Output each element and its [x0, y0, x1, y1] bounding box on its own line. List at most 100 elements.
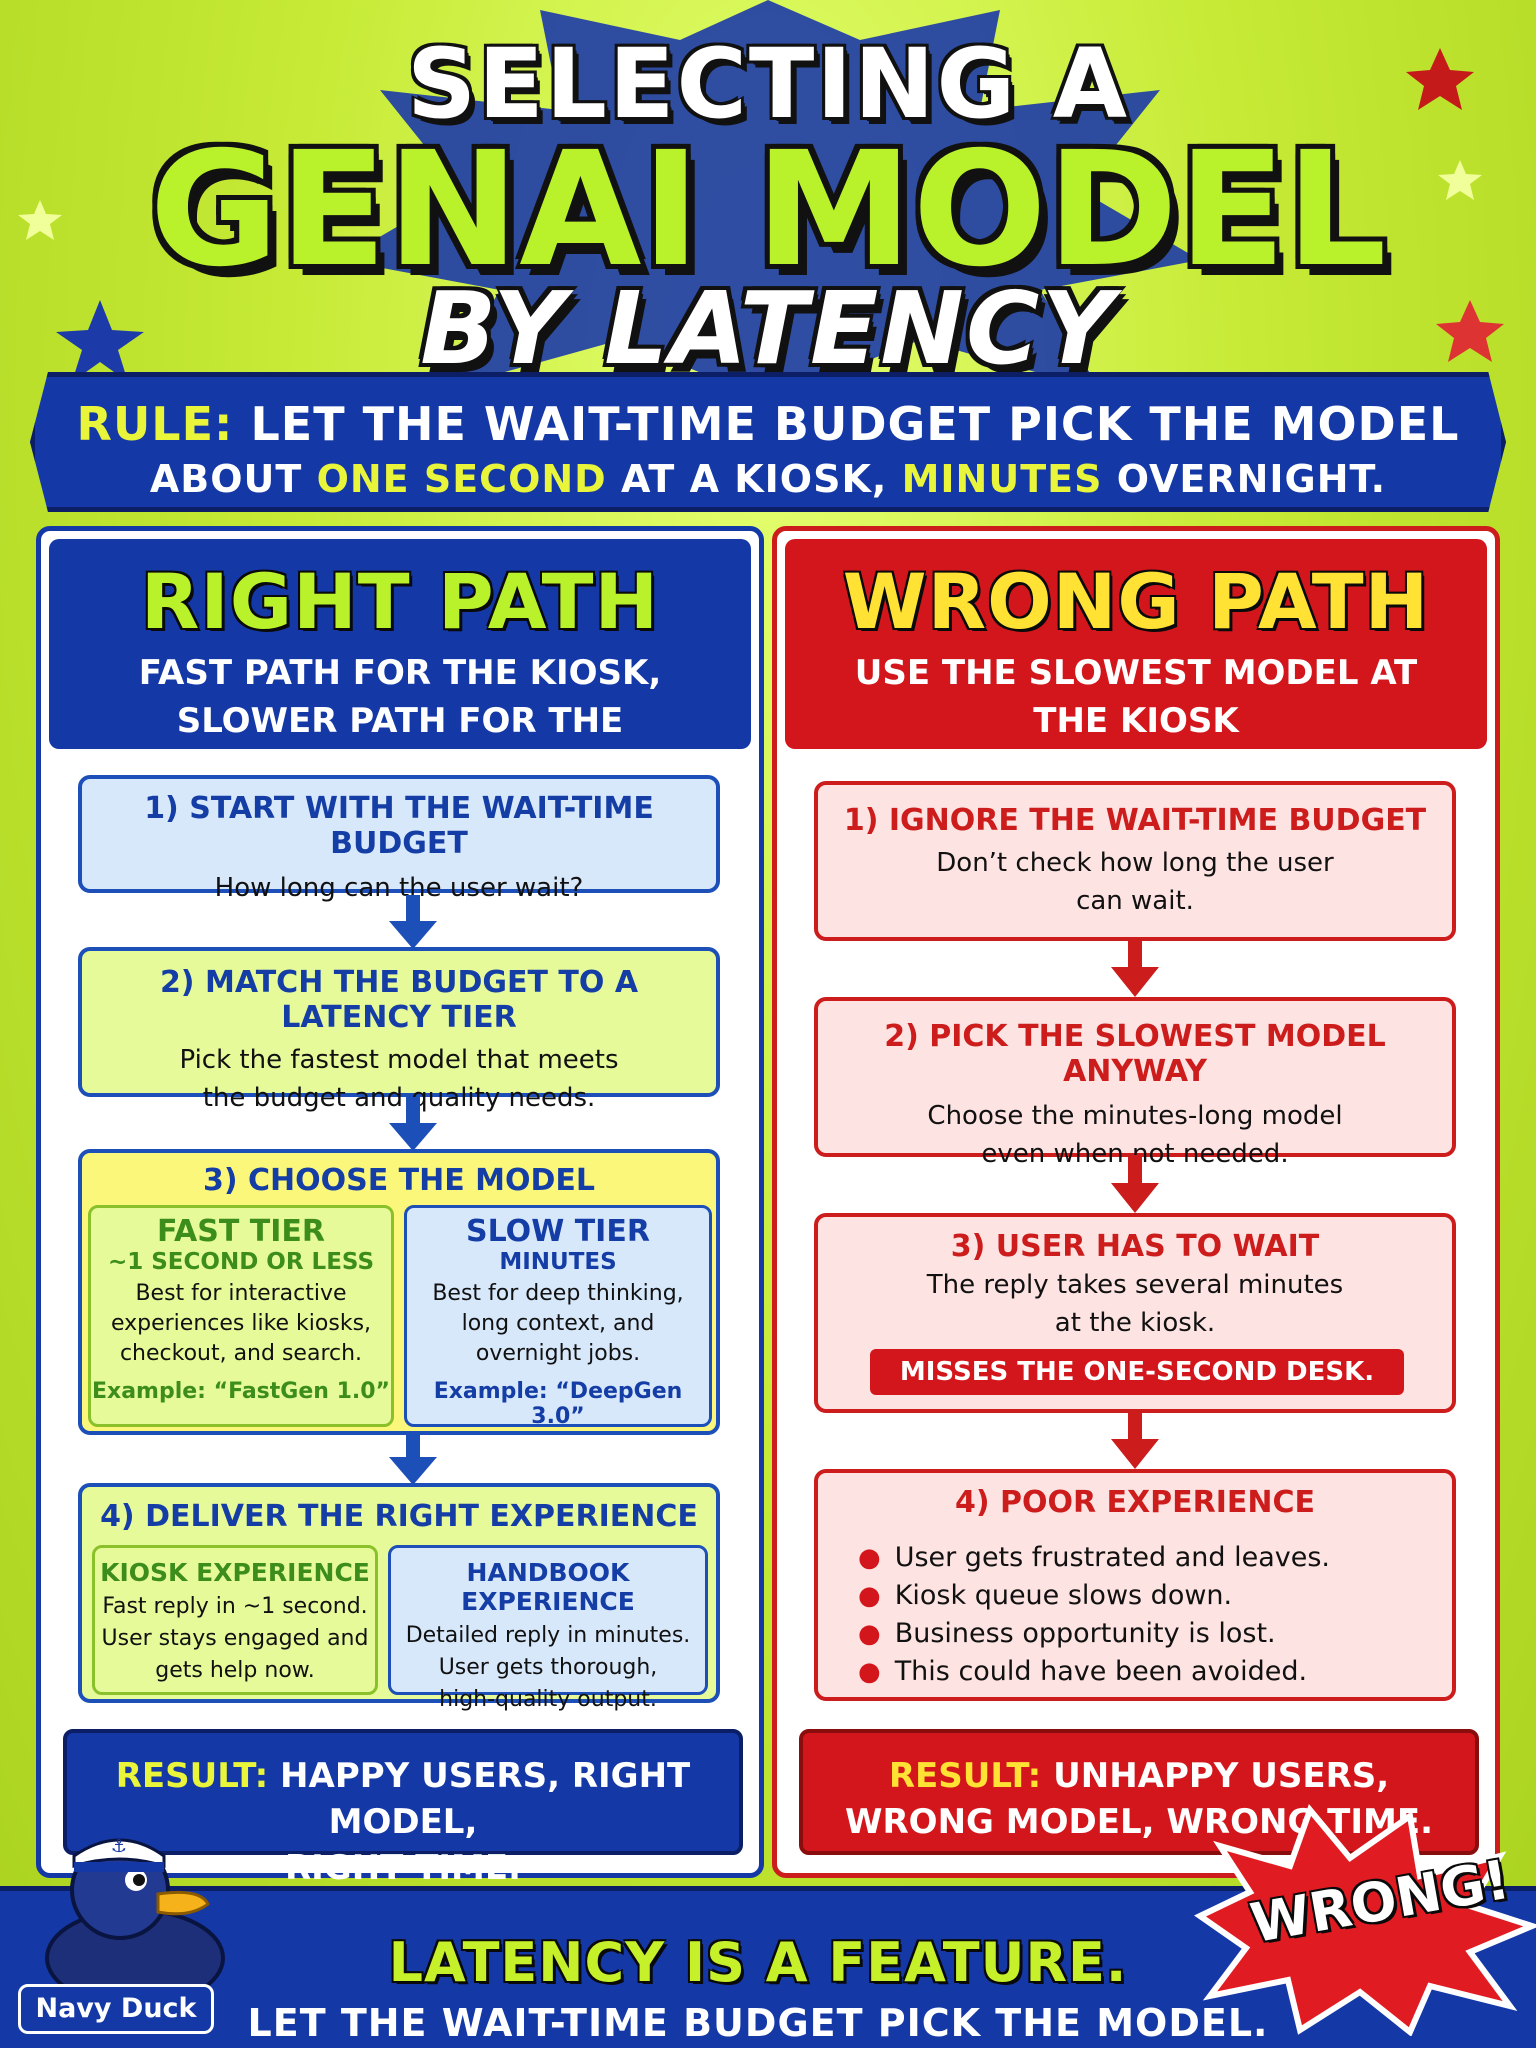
- fast-tier-example: Example: “FastGen 1.0”: [91, 1379, 391, 1404]
- star-small-2: [1406, 48, 1474, 110]
- kiosk-experience-name: KIOSK EXPERIENCE: [100, 1558, 370, 1587]
- wrong-step-3: 3) USER HAS TO WAIT The reply takes seve…: [814, 1213, 1456, 1413]
- wrong-result-label: RESULT:: [888, 1756, 1042, 1796]
- fast-tier-name: FAST TIER: [156, 1214, 325, 1249]
- down-arrow-icon: [389, 895, 437, 949]
- wrong-step-1-title: 1) IGNORE THE WAIT-TIME BUDGET: [843, 803, 1427, 838]
- right-step-1-body: How long can the user wait?: [214, 873, 584, 903]
- rule-sub-highlight-2: MINUTES: [901, 457, 1103, 501]
- right-step-3: 3) CHOOSE THE MODEL FAST TIER ~1 SECOND …: [78, 1149, 720, 1435]
- right-result-label: RESULT:: [115, 1756, 269, 1796]
- svg-text:⚓: ⚓: [111, 1836, 127, 1857]
- wrong-path-header: WRONG PATH USE THE SLOWEST MODEL AT THE …: [785, 539, 1487, 749]
- handbook-body-line-1: Detailed reply in minutes.: [405, 1623, 691, 1648]
- bullet-icon: ●: [858, 1581, 881, 1611]
- right-step-2-body-line-2: the budget and quality needs.: [202, 1083, 596, 1113]
- slow-tier-body-line-1: Best for deep thinking,: [432, 1281, 684, 1306]
- right-path-subtitle: FAST PATH FOR THE KIOSK, SLOWER PATH FOR…: [69, 649, 731, 793]
- fast-tier-card: FAST TIER ~1 SECOND OR LESS Best for int…: [88, 1205, 394, 1427]
- wrong-path-subtitle-line-1: USE THE SLOWEST MODEL AT: [854, 653, 1418, 693]
- rule-sub-post: OVERNIGHT.: [1116, 457, 1387, 501]
- list-item: ●This could have been avoided.: [858, 1653, 1330, 1691]
- star-small-4: [18, 200, 62, 240]
- wrong-step-1: 1) IGNORE THE WAIT-TIME BUDGET Don’t che…: [814, 781, 1456, 941]
- navy-duck-mascot-icon: ⚓: [45, 1836, 225, 2008]
- right-step-3-title: 3) CHOOSE THE MODEL: [202, 1163, 596, 1198]
- wrong-result-line-1: RESULT: UNHAPPY USERS,: [803, 1753, 1475, 1799]
- bullet-text: Business opportunity is lost.: [894, 1618, 1276, 1649]
- wrong-path-column: WRONG PATH USE THE SLOWEST MODEL AT THE …: [772, 526, 1500, 1878]
- bullet-text: Kiosk queue slows down.: [894, 1580, 1233, 1611]
- bullet-icon: ●: [858, 1543, 881, 1573]
- misses-deadline-banner: MISSES THE ONE-SECOND DESK.: [870, 1349, 1404, 1395]
- down-arrow-icon: [1111, 1411, 1159, 1469]
- handbook-experience-name: HANDBOOK EXPERIENCE: [461, 1558, 635, 1616]
- star-small-3: [1436, 300, 1504, 362]
- right-result-text-1: HAPPY USERS, RIGHT MODEL,: [280, 1756, 691, 1842]
- wrong-path-subtitle-line-2: THE KIOSK: [1033, 701, 1239, 741]
- handbook-body-line-3: high-quality output.: [439, 1687, 657, 1712]
- wrong-step-1-body-line-1: Don’t check how long the user: [936, 848, 1334, 878]
- right-path-subtitle-line-1: FAST PATH FOR THE KIOSK,: [138, 653, 662, 693]
- right-step-2-body-line-1: Pick the fastest model that meets: [179, 1045, 619, 1075]
- list-item: ● Kiosk queue slows down.: [858, 1577, 1330, 1615]
- rule-label: RULE:: [76, 397, 234, 451]
- slow-tier-body-line-3: overnight jobs.: [475, 1341, 641, 1366]
- wrong-result-text-1: UNHAPPY USERS,: [1053, 1756, 1390, 1796]
- right-step-1: 1) START WITH THE WAIT-TIME BUDGET How l…: [78, 775, 720, 903]
- rule-line-2: ABOUT ONE SECOND AT A KIOSK, MINUTES OVE…: [35, 457, 1501, 501]
- rule-sub-pre: ABOUT: [149, 457, 303, 501]
- slow-tier-body-line-2: long context, and: [461, 1311, 655, 1336]
- slow-tier-body: Best for deep thinking, long context, an…: [407, 1279, 709, 1369]
- right-step-2: 2) MATCH THE BUDGET TO A LATENCY TIER Pi…: [78, 947, 720, 1113]
- fast-tier-body-line-3: checkout, and search.: [119, 1341, 363, 1366]
- slow-tier-example: Example: “DeepGen 3.0”: [433, 1379, 683, 1429]
- wrong-step-2-title: 2) PICK THE SLOWEST MODEL ANYWAY: [884, 1019, 1386, 1089]
- kiosk-experience-body: Fast reply in ~1 second. User stays enga…: [95, 1591, 375, 1687]
- kiosk-body-line-3: gets help now.: [155, 1658, 315, 1683]
- right-step-2-title: 2) MATCH THE BUDGET TO A LATENCY TIER: [159, 965, 639, 1035]
- handbook-experience-card: HANDBOOK EXPERIENCE Detailed reply in mi…: [388, 1545, 708, 1712]
- wrong-step-4-title: 4) POOR EXPERIENCE: [954, 1485, 1316, 1520]
- right-result-banner: RESULT: HAPPY USERS, RIGHT MODEL, RIGHT …: [63, 1729, 743, 1888]
- footer-headline: LATENCY IS A FEATURE.: [388, 1931, 1128, 1994]
- bullet-text: User gets frustrated and leaves.: [894, 1542, 1331, 1573]
- right-result-line-2: RIGHT TIME.: [284, 1848, 522, 1888]
- rule-sub-mid: AT A KIOSK,: [620, 457, 888, 501]
- rule-banner: RULE: LET THE WAIT-TIME BUDGET PICK THE …: [30, 372, 1506, 512]
- star-small-5: [1438, 160, 1482, 200]
- right-step-4: 4) DELIVER THE RIGHT EXPERIENCE KIOSK EX…: [78, 1483, 720, 1712]
- wrong-path-subtitle: USE THE SLOWEST MODEL AT THE KIOSK: [805, 649, 1467, 745]
- title-line-1: SELECTING A: [407, 28, 1129, 140]
- star-small-1: [56, 300, 144, 382]
- right-step-1-title: 1) START WITH THE WAIT-TIME BUDGET: [144, 791, 654, 861]
- handbook-body-line-2: User gets thorough,: [438, 1655, 658, 1680]
- blue-starburst: [340, 0, 1200, 400]
- rule-sub-highlight-1: ONE SECOND: [316, 457, 607, 501]
- wrong-result-banner: RESULT: UNHAPPY USERS, WRONG MODEL, WRON…: [799, 1729, 1479, 1855]
- fast-tier-sub: ~1 SECOND OR LESS: [107, 1249, 375, 1275]
- down-arrow-icon: [1111, 1155, 1159, 1213]
- down-arrow-icon: [1111, 939, 1159, 997]
- kiosk-body-line-1: Fast reply in ~1 second.: [102, 1594, 368, 1619]
- title-line-2: GENAI MODEL: [149, 118, 1387, 302]
- right-path-column: RIGHT PATH FAST PATH FOR THE KIOSK, SLOW…: [36, 526, 764, 1888]
- fast-tier-body-line-1: Best for interactive: [135, 1281, 347, 1306]
- wrong-step-3-body-line-2: at the kiosk.: [1054, 1308, 1216, 1338]
- kiosk-body-line-2: User stays engaged and: [101, 1626, 369, 1651]
- wrong-path-title: WRONG PATH: [842, 557, 1430, 646]
- wrong-step-3-title: 3) USER HAS TO WAIT: [950, 1229, 1320, 1264]
- header-burst-graphic: [18, 0, 1504, 400]
- down-arrow-icon: [389, 1431, 437, 1485]
- wrong-step-3-body-line-1: The reply takes several minutes: [926, 1270, 1344, 1300]
- right-result-line-1: RESULT: HAPPY USERS, RIGHT MODEL,: [67, 1753, 739, 1845]
- wrong-step-1-body-line-2: can wait.: [1076, 886, 1194, 916]
- list-item: ● User gets frustrated and leaves.: [858, 1539, 1330, 1577]
- footer-tagline: LET THE WAIT-TIME BUDGET PICK THE MODEL.: [247, 2001, 1269, 2045]
- mascot-label: Navy Duck: [18, 1984, 214, 2034]
- bullet-text: This could have been avoided.: [894, 1656, 1308, 1687]
- right-path-header: RIGHT PATH FAST PATH FOR THE KIOSK, SLOW…: [49, 539, 751, 789]
- rule-line-1: RULE: LET THE WAIT-TIME BUDGET PICK THE …: [35, 397, 1501, 451]
- bullet-icon: ●: [858, 1619, 881, 1649]
